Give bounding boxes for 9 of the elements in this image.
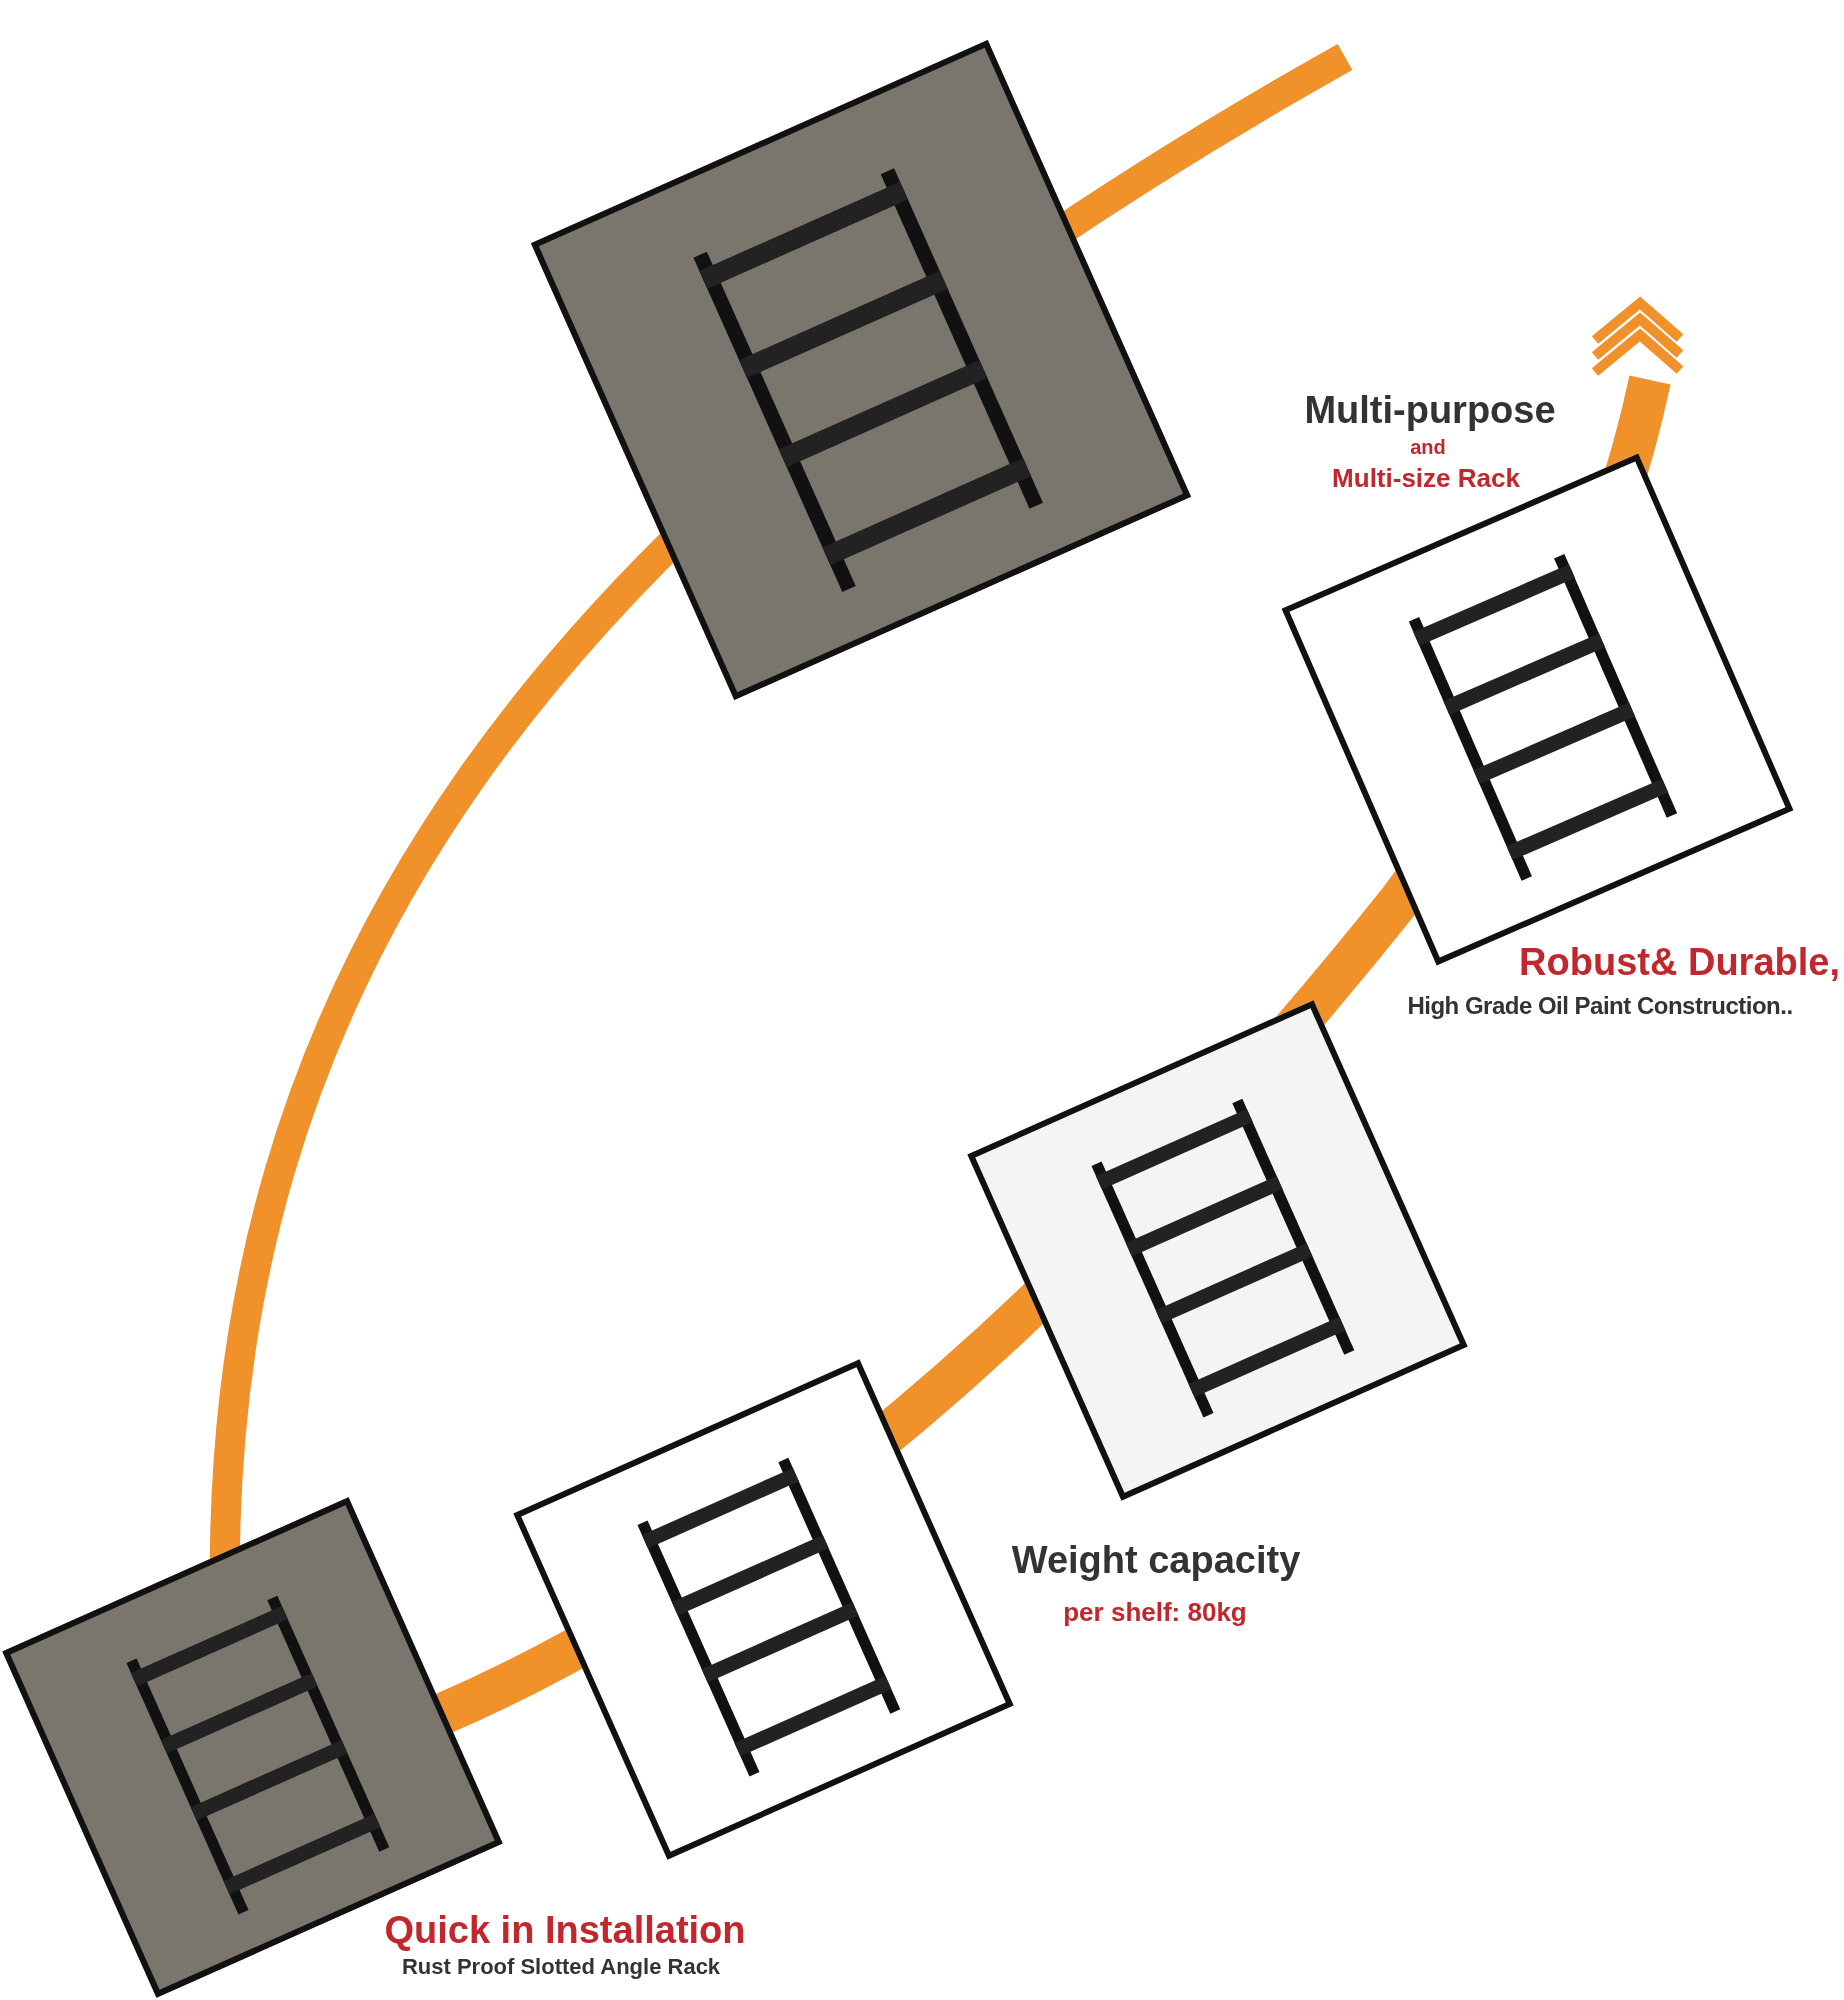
feature-text: and bbox=[1410, 436, 1446, 458]
feature-text: Multi-size Rack bbox=[1332, 464, 1520, 493]
feature-text: Weight capacity bbox=[1011, 1540, 1301, 1582]
feature-text: Multi-purpose bbox=[1304, 390, 1556, 432]
feature-text: High Grade Oil Paint Construction.. bbox=[1407, 993, 1793, 1020]
feature-text: Quick in Installation bbox=[384, 1910, 746, 1952]
feature-text: Robust& Durable, bbox=[1519, 942, 1840, 984]
feature-text: Rust Proof Slotted Angle Rack bbox=[401, 1955, 721, 1980]
feature-text: per shelf: 80kg bbox=[1063, 1598, 1247, 1627]
